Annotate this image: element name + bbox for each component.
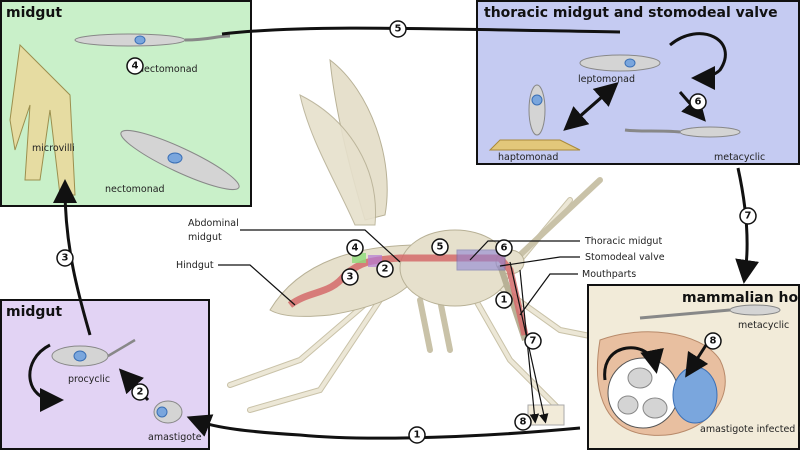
- step-4: 4: [126, 57, 144, 75]
- step-7: 7: [524, 332, 542, 350]
- panel-title: thoracic midgut and stomodeal valve: [484, 5, 778, 21]
- svg-text:6: 6: [501, 243, 508, 254]
- arrow-3: [53, 179, 92, 336]
- step-5: 5: [389, 20, 407, 38]
- step-2: 2: [131, 383, 149, 401]
- label-abdominal-midgut: Abdominal: [188, 218, 239, 229]
- microvilli-shape: [9, 43, 76, 196]
- svg-text:3: 3: [62, 253, 69, 264]
- panel-title: mammalian host: [682, 290, 800, 306]
- step-3: 3: [56, 249, 74, 267]
- arrow-1: [186, 414, 581, 440]
- label-thoracic-midgut: Thoracic midgut: [584, 236, 662, 247]
- substrate: [488, 139, 581, 151]
- panel-mammalian-host: mammalian host metacyclic amastigote inf…: [587, 284, 800, 450]
- step-7: 7: [739, 207, 757, 225]
- label-procyclic: procyclic: [68, 374, 110, 385]
- svg-text:4: 4: [132, 61, 139, 72]
- step-6: 6: [689, 93, 707, 111]
- step-8: 8: [704, 332, 722, 350]
- svg-text:7: 7: [530, 336, 537, 347]
- step-2: 2: [376, 260, 394, 278]
- wing: [299, 94, 377, 226]
- label-amastigote: amastigote: [148, 432, 202, 443]
- panel-thoracic-midgut: thoracic midgut and stomodeal valve lept…: [476, 0, 800, 165]
- step-5: 5: [431, 238, 449, 256]
- label-mouthparts: Mouthparts: [582, 269, 636, 280]
- svg-text:8: 8: [710, 336, 717, 347]
- step-markers: 1 1 2 2 3 3 4 4 5 5 6 6 7 7 8 8: [56, 20, 757, 444]
- svg-text:3: 3: [347, 272, 354, 283]
- label-microvilli: microvilli: [32, 143, 75, 154]
- label-metacyclic: metacyclic: [738, 320, 789, 331]
- label-metacyclic: metacyclic: [714, 152, 765, 163]
- svg-text:6: 6: [695, 97, 702, 108]
- panel-midgut-bottom: midgut procyclic amastigote: [0, 299, 210, 450]
- label-infected-macrophage: amastigote infected macrophage: [700, 424, 800, 435]
- anatomy-labels: Abdominal midgut Hindgut Thoracic midgut…: [176, 218, 665, 316]
- step-6: 6: [495, 239, 513, 257]
- label-haptomonad: haptomonad: [498, 152, 558, 163]
- step-1: 1: [408, 426, 426, 444]
- step-1: 1: [495, 291, 513, 309]
- step-3: 3: [341, 268, 359, 286]
- arrow-5: [221, 26, 621, 36]
- svg-text:8: 8: [520, 417, 527, 428]
- panel-title: midgut: [6, 5, 62, 21]
- thoracic-highlight: [456, 249, 506, 271]
- label-hindgut: Hindgut: [176, 260, 214, 271]
- step-4: 4: [346, 239, 364, 257]
- multiply-arrow: [669, 32, 727, 90]
- label-stomodeal-valve: Stomodeal valve: [585, 252, 665, 263]
- label-abdominal-midgut-line2: midgut: [188, 232, 222, 243]
- svg-text:4: 4: [352, 243, 359, 254]
- svg-text:2: 2: [137, 387, 144, 398]
- panel-title: midgut: [6, 304, 62, 320]
- svg-text:1: 1: [501, 295, 508, 306]
- label-nectomonad: nectomonad: [138, 64, 198, 75]
- wing: [329, 58, 388, 221]
- step-8: 8: [514, 413, 532, 431]
- svg-text:5: 5: [437, 242, 444, 253]
- svg-text:2: 2: [382, 264, 389, 275]
- label-nectomonad: nectomonad: [105, 184, 165, 195]
- svg-text:7: 7: [745, 211, 752, 222]
- svg-text:1: 1: [414, 430, 421, 441]
- label-leptomonad: leptomonad: [578, 74, 635, 85]
- nectomonad-highlight: [352, 253, 366, 263]
- svg-text:5: 5: [395, 24, 402, 35]
- panel-midgut-top: midgut nectomonad microvilli nectomonad: [0, 0, 252, 207]
